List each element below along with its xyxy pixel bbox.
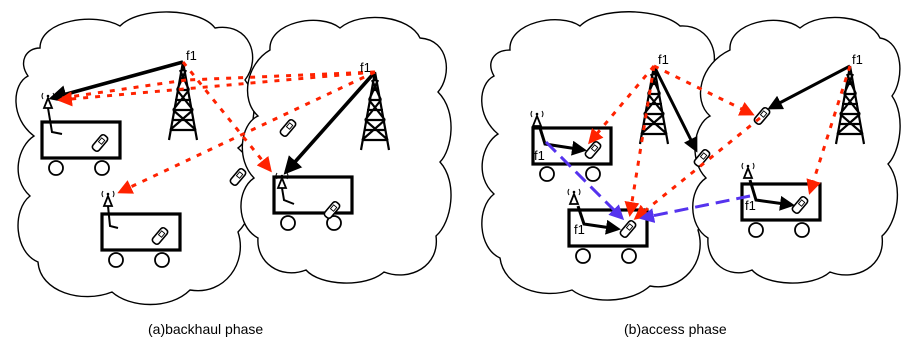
panel-backhaul: f1 f1 (a)backhaul phase <box>15 11 452 337</box>
cloud-cell-right-2 <box>692 16 901 284</box>
freq-label: f1 <box>658 52 669 67</box>
freq-label: f1 <box>186 48 197 63</box>
caption-access: (b)access phase <box>624 321 727 337</box>
freq-label: f1 <box>534 148 545 163</box>
cloud-cell-left-2 <box>240 16 452 284</box>
cloud-cell-left-1 <box>15 11 256 306</box>
freq-label: f1 <box>360 60 371 75</box>
freq-label: f1 <box>574 222 585 237</box>
freq-label: f1 <box>852 52 863 67</box>
caption-backhaul: (a)backhaul phase <box>148 321 263 337</box>
panel-access: f1 f1 f1 f1 f1 (b)access phase <box>481 11 901 337</box>
freq-label: f1 <box>745 198 756 213</box>
